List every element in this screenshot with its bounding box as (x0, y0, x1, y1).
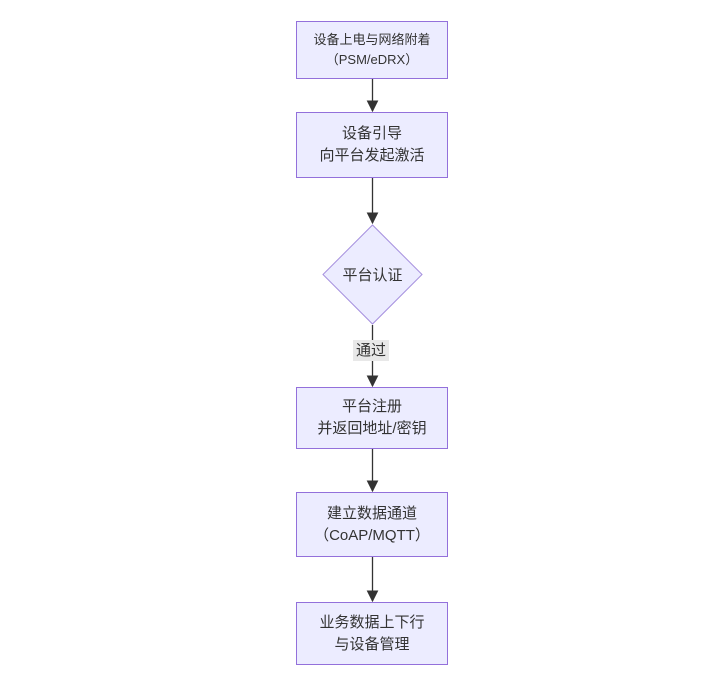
node-bootstrap-line1: 设备引导 (341, 125, 402, 142)
node-business: 业务数据上下行 与设备管理 (296, 602, 448, 665)
node-register: 平台注册 并返回地址/密钥 (296, 387, 448, 449)
node-register-line1: 平台注册 (341, 398, 402, 415)
edge-label-pass: 通过 (352, 340, 390, 361)
node-bootstrap: 设备引导 向平台发起激活 (296, 112, 448, 178)
node-channel: 建立数据通道 （CoAP/MQTT） (296, 492, 448, 557)
node-auth-label: 平台认证 (342, 267, 403, 284)
node-bootstrap-line2: 向平台发起激活 (319, 147, 425, 164)
node-auth-decision: 平台认证 (322, 224, 423, 325)
node-channel-line2: （CoAP/MQTT） (314, 526, 430, 544)
node-register-line2: 并返回地址/密钥 (317, 420, 427, 437)
node-power-on-line2: （PSM/eDRX） (325, 52, 419, 67)
node-business-line1: 业务数据上下行 (319, 613, 425, 631)
node-channel-line1: 建立数据通道 (326, 504, 417, 522)
node-power-on-line1: 设备上电与网络附着 (313, 32, 431, 47)
node-power-on: 设备上电与网络附着 （PSM/eDRX） (296, 21, 448, 79)
node-business-line2: 与设备管理 (334, 635, 410, 653)
